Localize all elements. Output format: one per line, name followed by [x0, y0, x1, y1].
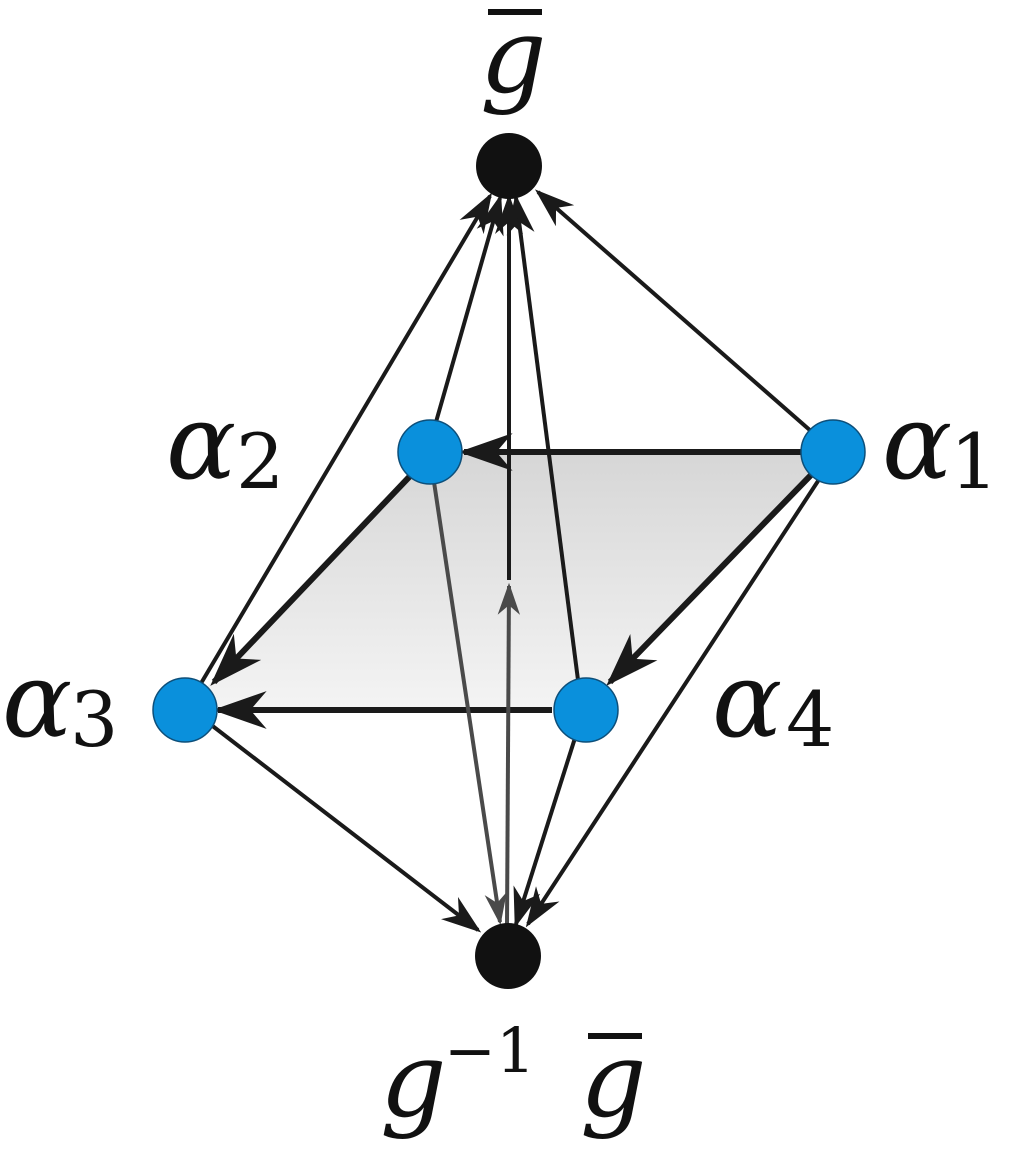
svg-text:g: g	[380, 1019, 447, 1141]
label-bottom: g −1 g	[380, 1014, 647, 1141]
edge-alpha2-alpha3	[210, 471, 415, 686]
edge-alpha3-bottom	[208, 722, 482, 933]
node-top	[476, 133, 542, 199]
label-alpha4: α 4	[712, 639, 834, 764]
svg-text:−1: −1	[444, 1014, 535, 1087]
label-alpha2: α 2	[166, 381, 284, 506]
svg-text:g: g	[480, 0, 547, 117]
label-alpha3: α 3	[2, 639, 118, 764]
svg-text:2: 2	[236, 417, 284, 506]
edge-alpha1-bottom	[525, 476, 822, 928]
label-top: g	[480, 0, 547, 117]
middle-plane	[185, 452, 833, 710]
svg-text:g: g	[580, 1019, 647, 1141]
edge-alpha2-top	[434, 194, 504, 423]
node-alpha3	[152, 677, 218, 743]
edge-alpha1-top	[534, 189, 814, 434]
node-alpha2	[397, 419, 463, 485]
edge-alpha4-top	[506, 194, 580, 681]
node-alpha1	[800, 419, 866, 485]
edge-bottom-top-lower	[497, 582, 521, 925]
edge-alpha2-bottom	[432, 481, 507, 926]
label-alpha1: α 1	[882, 381, 998, 506]
svg-text:α: α	[882, 381, 952, 503]
svg-text:1: 1	[950, 417, 998, 506]
edges	[198, 189, 822, 933]
edge-alpha1-alpha4	[606, 471, 815, 686]
node-alpha4	[553, 677, 619, 743]
svg-text:α: α	[712, 639, 782, 761]
edge-alpha3-top	[198, 192, 493, 687]
svg-text:α: α	[166, 381, 236, 503]
svg-text:α: α	[2, 639, 72, 761]
svg-text:3: 3	[70, 675, 118, 764]
node-bottom	[475, 923, 541, 989]
svg-text:4: 4	[786, 675, 834, 764]
